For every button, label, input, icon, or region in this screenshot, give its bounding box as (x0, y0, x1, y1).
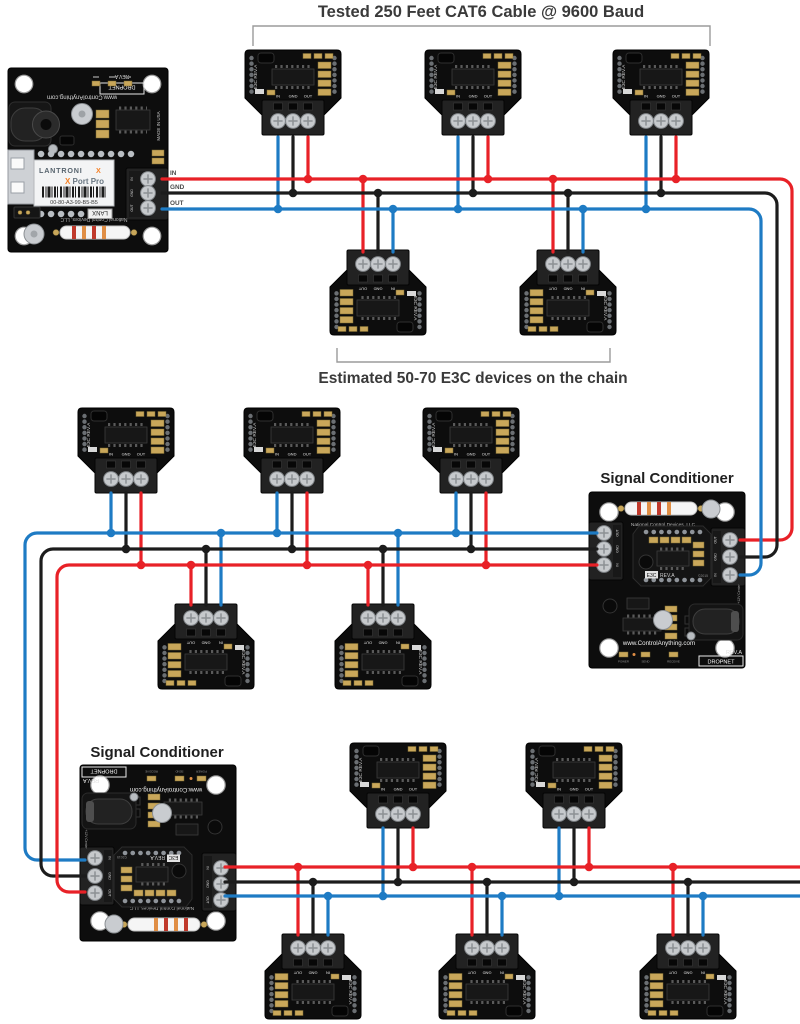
terminal-label-out: OUT (130, 204, 134, 211)
network-label-group: DROPNET REV.A (99, 73, 145, 95)
chain-note: Estimated 50-70 E3C devices on the chain (318, 370, 627, 387)
bus2-out-wire (23, 531, 599, 862)
bus-wires (23, 177, 800, 898)
module-stub-wires (109, 135, 705, 937)
transistor (59, 135, 75, 146)
mac-address: 00-80-A3-99-B5-B5 (50, 200, 98, 206)
status-leds (91, 76, 133, 87)
ethernet-controller-board: DROPNET REV.A www.ControlAnything.com (7, 67, 169, 253)
fuse (52, 225, 138, 240)
ethernet-jack (7, 149, 35, 205)
title-bracket (252, 25, 711, 46)
bus2-gnd-wire (39, 547, 599, 878)
brand-label: LANTRONI (39, 166, 83, 175)
maker-silkscreen: National Control Devices, LLC (60, 216, 127, 222)
model-label: Port Pro (73, 177, 105, 186)
xport-module-label: LANTRONI X X Port Pro 00-80-A3-99-B5-B5 (33, 159, 115, 207)
chain-bracket (336, 348, 611, 363)
site-silkscreen: www.ControlAnything.com (47, 94, 118, 100)
signal-conditioner-label-left: Signal Conditioner (90, 744, 223, 761)
terminal-block: IN GND OUT (125, 167, 169, 221)
bus-label-gnd: GND (170, 184, 185, 191)
network-label: DROPNET (108, 84, 136, 90)
soic-ic (115, 109, 151, 131)
bus1-gnd-wire (160, 191, 779, 559)
signal-conditioner-right (589, 492, 745, 668)
terminal-label-in: IN (130, 177, 134, 181)
lan-label-box (87, 208, 113, 219)
lan-label: LANX (92, 209, 108, 215)
model-x: X (65, 177, 71, 186)
smd-resistors (95, 109, 110, 139)
power-jack (8, 101, 60, 154)
rev-label: REV.A (114, 73, 129, 79)
made-in-label: MADE IN USA (156, 111, 161, 140)
bus-terminal-labels: IN GND OUT (170, 170, 185, 207)
bus1-out-wire (160, 207, 763, 577)
bus1-in-wire (160, 177, 794, 542)
bus-label-out: OUT (170, 200, 184, 207)
junction-dots (106, 174, 708, 901)
diagram-title: Tested 250 Feet CAT6 Cable @ 9600 Baud (318, 3, 644, 21)
bus-label-in: IN (170, 170, 177, 177)
signal-conditioner-left (80, 765, 236, 941)
brand-x: X (96, 166, 102, 175)
bus2-in-wire (55, 563, 599, 894)
signal-conditioner-label-right: Signal Conditioner (600, 470, 733, 487)
terminal-label-gnd: GND (130, 189, 134, 197)
